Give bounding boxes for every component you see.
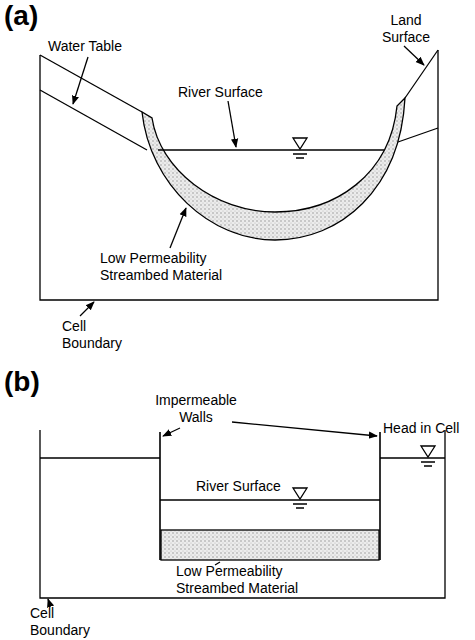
leader-line [404, 46, 424, 65]
water-symbol [293, 504, 307, 508]
land-surface [40, 55, 142, 112]
leader-line [73, 57, 88, 104]
water-symbol [421, 446, 435, 457]
leader-line [80, 302, 94, 316]
water-table [40, 90, 147, 150]
land-surface [405, 50, 438, 98]
panel-label: (b) [4, 366, 40, 397]
streambed [161, 530, 379, 560]
water-symbol [293, 154, 307, 158]
callout-label: Water Table [48, 38, 122, 55]
callout-label: Cell Boundary [30, 605, 102, 639]
leader-line [228, 101, 236, 147]
callout-label: Low Permeability Streambed Material [100, 250, 235, 284]
leader-line [48, 599, 50, 605]
leader-line [163, 428, 180, 436]
leader-line [170, 208, 186, 248]
panel-label: (a) [4, 0, 38, 31]
water-symbol [421, 462, 435, 466]
leader-line [232, 422, 377, 436]
river-surface [160, 499, 380, 500]
river-surface [158, 149, 384, 150]
water-symbol [293, 138, 307, 149]
callout-label: Land Surface [374, 12, 438, 46]
head-line [40, 457, 445, 458]
callout-label: Low Permeability Streambed Material [176, 563, 311, 597]
water-symbol [293, 488, 307, 499]
callout-label: Head in Cell [383, 420, 459, 437]
callout-label: Cell Boundary [62, 318, 134, 352]
callout-label: Impermeable Walls [148, 392, 244, 426]
impermeable-wall [160, 432, 380, 560]
cell-boundary [40, 430, 445, 598]
callout-label: River Surface [178, 84, 263, 101]
water-table [398, 128, 438, 142]
cell-boundary [40, 50, 438, 300]
callout-label: River Surface [196, 478, 281, 495]
